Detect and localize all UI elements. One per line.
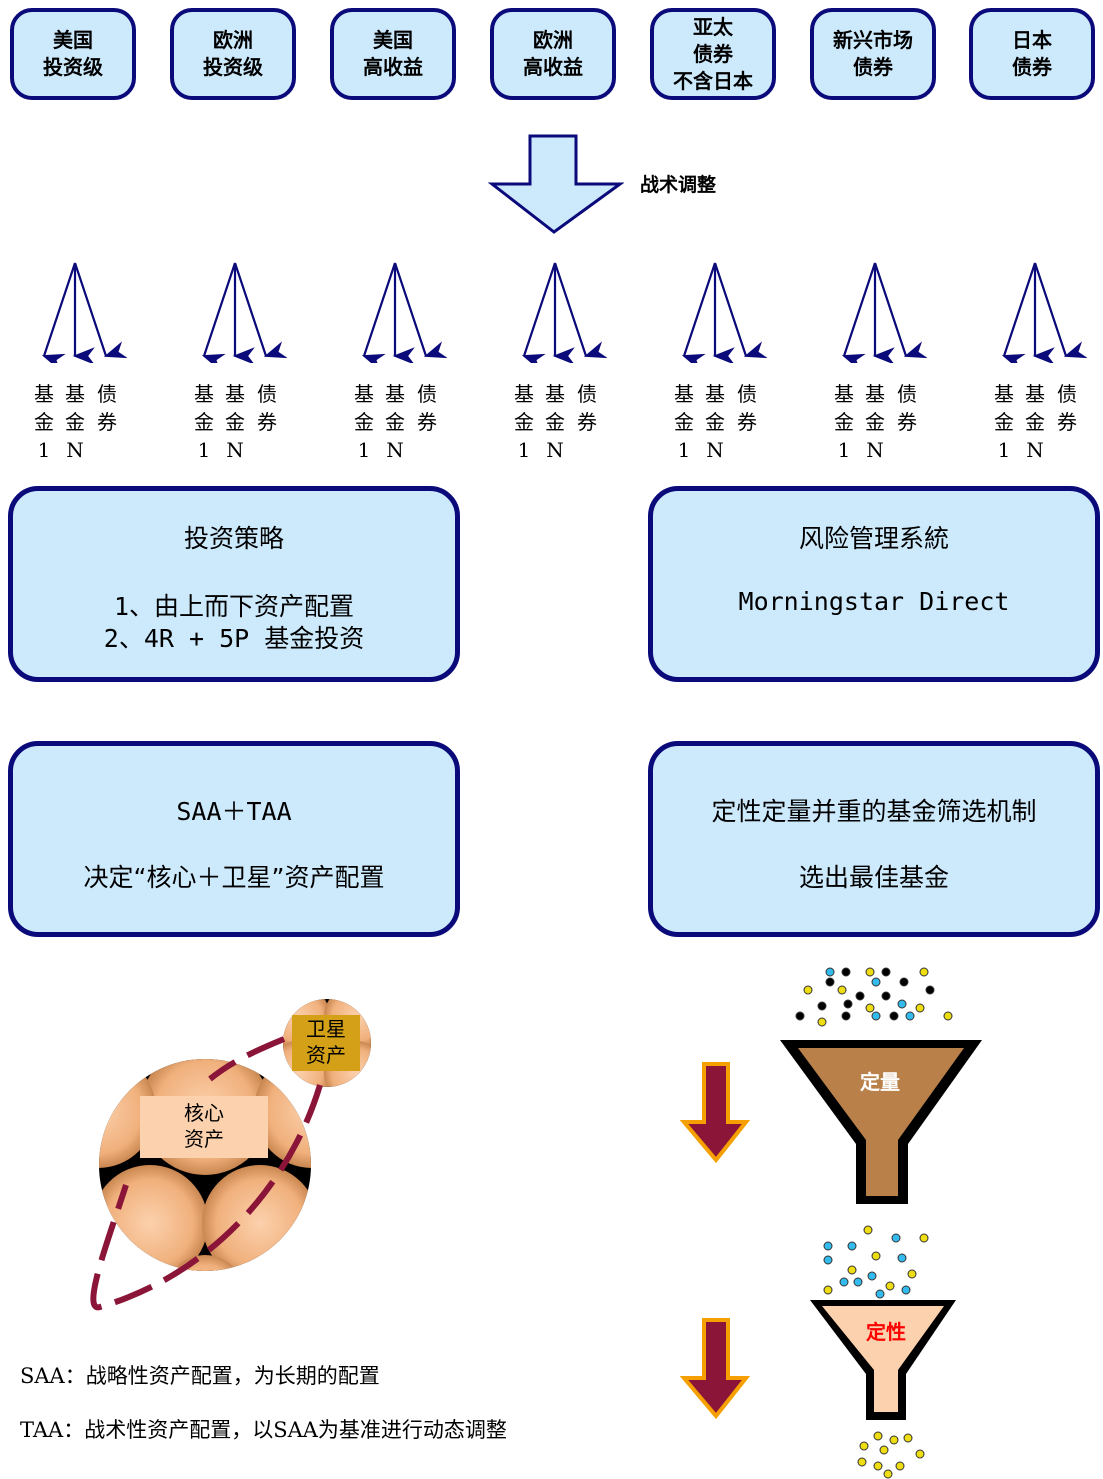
fund-labels-3: 基 金 1 基 金 N 债 券 <box>350 380 446 470</box>
fund-1-label: 基 金 1 <box>514 382 534 462</box>
risk-management-box: 风险管理系統 Morningstar Direct <box>648 486 1100 682</box>
bond-label: 债 券 <box>1057 382 1077 434</box>
fund-labels-1: 基 金 1 基 金 N 债 券 <box>30 380 126 470</box>
fund-labels-2: 基 金 1 基 金 N 债 券 <box>190 380 286 470</box>
core-satellite-allocation-line: 决定“核心＋卫星”资产配置 <box>83 863 385 892</box>
bond-label: 债 券 <box>417 382 437 434</box>
bottom-particles <box>857 1431 925 1479</box>
tactical-adjust-label: 战术调整 <box>640 174 717 196</box>
quant-funnel <box>780 1040 982 1204</box>
investment-strategy-title: 投资策略 <box>183 524 284 553</box>
down-arrow-1 <box>679 1062 751 1164</box>
bond-label: 债 券 <box>737 382 757 434</box>
bond-label: 债 券 <box>257 382 277 434</box>
saa-note: SAA：战略性资产配置，为长期的配置 <box>20 1364 380 1388</box>
fund-n-label: 基 金 N <box>865 382 885 462</box>
fan-arrow-group-5 <box>681 262 768 363</box>
fan-arrow-group-7 <box>1001 262 1088 363</box>
market-box-eu-ig: 欧洲 投资级 <box>170 8 296 100</box>
fund-labels-5: 基 金 1 基 金 N 债 券 <box>670 380 766 470</box>
fund-labels-4: 基 金 1 基 金 N 债 券 <box>510 380 606 470</box>
down-arrow-2 <box>679 1318 751 1420</box>
funnel-illustration <box>679 967 982 1479</box>
fund-1-label: 基 金 1 <box>674 382 694 462</box>
fund-screening-title: 定性定量并重的基金筛选机制 <box>711 797 1037 826</box>
fund-screening-box: 定性定量并重的基金筛选机制 选出最佳基金 <box>648 741 1100 937</box>
fund-n-label: 基 金 N <box>705 382 725 462</box>
risk-management-title: 风险管理系統 <box>798 524 949 553</box>
satellite-asset-label: 卫星 资产 <box>306 1017 346 1067</box>
fan-arrows <box>41 262 1088 363</box>
orbit-path <box>208 1036 286 1082</box>
fan-arrow-group-2 <box>201 262 288 363</box>
quant-funnel-label: 定量 <box>860 1070 900 1094</box>
satellite-label-box <box>292 1015 360 1071</box>
market-box-us-hy: 美国 高收益 <box>330 8 456 100</box>
fan-arrow-group-3 <box>361 262 448 363</box>
core-asset-label: 核心 资产 <box>184 1101 224 1151</box>
fund-1-label: 基 金 1 <box>834 382 854 462</box>
qual-funnel <box>810 1300 956 1420</box>
investment-strategy-box: 投资策略 1、由上而下资产配置 2、4R + 5P 基金投资 <box>8 486 460 682</box>
market-box-eu-hy: 欧洲 高收益 <box>490 8 616 100</box>
qual-funnel-label: 定性 <box>866 1320 906 1344</box>
bond-label: 债 券 <box>97 382 117 434</box>
fan-arrow-group-6 <box>841 262 928 363</box>
fund-1-label: 基 金 1 <box>994 382 1014 462</box>
fan-arrow-group-4 <box>521 262 608 363</box>
fan-arrow-group-1 <box>41 262 128 363</box>
fund-screening-result: 选出最佳基金 <box>798 863 949 892</box>
fund-labels-7: 基 金 1 基 金 N 债 券 <box>990 380 1086 470</box>
tactical-adjust-arrow <box>488 134 624 234</box>
fund-n-label: 基 金 N <box>225 382 245 462</box>
core-label-box <box>140 1096 268 1158</box>
fund-n-label: 基 金 N <box>1025 382 1045 462</box>
fund-n-label: 基 金 N <box>545 382 565 462</box>
fund-labels-6: 基 金 1 基 金 N 债 券 <box>830 380 926 470</box>
fund-1-label: 基 金 1 <box>354 382 374 462</box>
saa-taa-box: SAA＋TAA 决定“核心＋卫星”资产配置 <box>8 741 460 937</box>
saa-taa-title: SAA＋TAA <box>176 797 292 826</box>
market-box-japan-bond: 日本 债券 <box>969 8 1095 100</box>
market-box-em-bond: 新兴市场 债券 <box>810 8 936 100</box>
investment-strategy-line-2: 2、4R + 5P 基金投资 <box>103 624 365 653</box>
bond-label: 债 券 <box>577 382 597 434</box>
market-box-us-ig: 美国 投资级 <box>10 8 136 100</box>
top-particles <box>795 967 953 1027</box>
fund-1-label: 基 金 1 <box>34 382 54 462</box>
fund-1-label: 基 金 1 <box>194 382 214 462</box>
bond-label: 债 券 <box>897 382 917 434</box>
fund-n-label: 基 金 N <box>385 382 405 462</box>
taa-note: TAA：战术性资产配置，以SAA为基准进行动态调整 <box>20 1418 507 1442</box>
investment-strategy-line-1: 1、由上而下资产配置 <box>113 592 355 621</box>
core-satellite-illustration <box>90 999 371 1311</box>
market-box-apac-bond: 亚太 债券 不含日本 <box>650 8 776 100</box>
fund-n-label: 基 金 N <box>65 382 85 462</box>
risk-management-system-name: Morningstar Direct <box>738 587 1010 616</box>
middle-particles <box>823 1225 929 1299</box>
